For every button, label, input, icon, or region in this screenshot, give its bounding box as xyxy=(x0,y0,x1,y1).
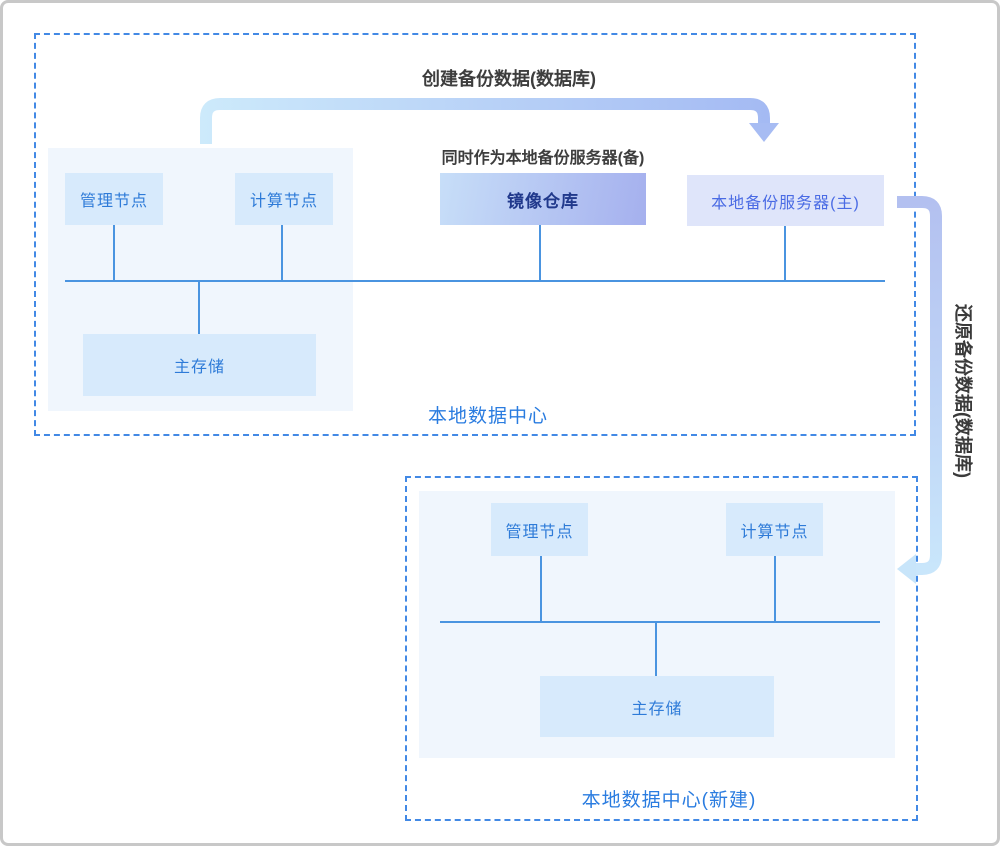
compute-node-box-new: 计算节点 xyxy=(726,503,823,556)
mirror-repository-box: 镜像仓库 xyxy=(440,173,646,225)
network-bus-line xyxy=(440,621,880,623)
connector-line xyxy=(113,225,115,281)
connector-line xyxy=(655,623,657,676)
create-backup-label: 创建备份数据(数据库) xyxy=(422,69,596,89)
connector-line xyxy=(774,556,776,621)
local-backup-server-box: 本地备份服务器(主) xyxy=(687,175,884,226)
connector-line xyxy=(540,556,542,621)
restore-backup-label: 还原备份数据(数据库) xyxy=(953,304,973,478)
connector-line xyxy=(784,226,786,281)
connector-line xyxy=(539,225,541,281)
new-datacenter-label: 本地数据中心(新建) xyxy=(581,790,757,811)
primary-storage-box-new: 主存储 xyxy=(540,676,774,737)
connector-line xyxy=(198,282,200,334)
new-datacenter-container xyxy=(405,476,918,821)
standby-note-label: 同时作为本地备份服务器(备) xyxy=(441,150,645,167)
management-node-box: 管理节点 xyxy=(65,173,163,225)
local-datacenter-label: 本地数据中心 xyxy=(427,406,548,427)
connector-line xyxy=(281,225,283,281)
network-bus-line xyxy=(65,280,885,282)
compute-node-box: 计算节点 xyxy=(235,173,333,225)
management-node-box-new: 管理节点 xyxy=(491,503,588,556)
primary-storage-box: 主存储 xyxy=(83,334,316,396)
